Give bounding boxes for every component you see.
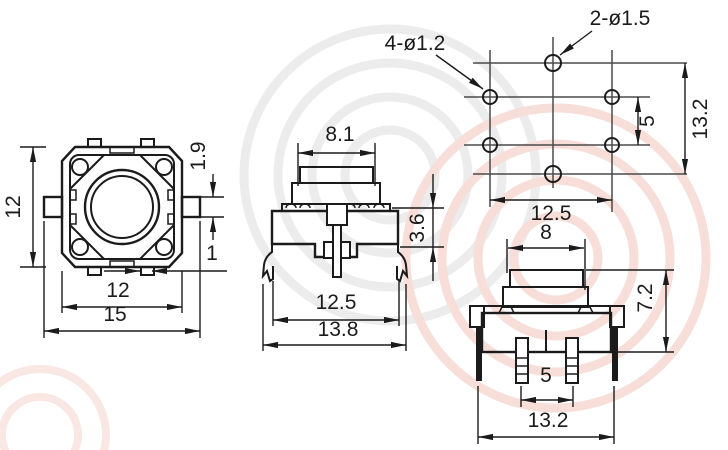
dim-label-row-pitch: 5 [636,115,659,127]
dim-tab-height: 1.9 [187,141,224,240]
dim-label-pin-pitch: 5 [540,364,552,387]
callout-small-holes: 4-ø1.2 [385,32,484,90]
dim-leg-span-side: 13.2 [477,386,615,444]
inner-frame [69,154,175,260]
callout-label-small-holes: 4-ø1.2 [385,32,446,55]
dim-label-column-pitch: 12.5 [531,202,572,225]
body-front [270,209,400,259]
side-tab-right [180,195,202,219]
dim-cap-width: 8.1 [297,123,376,186]
hole-small [482,137,498,153]
dim-label-leg-span-side: 13.2 [528,409,569,432]
dim-row-pitch: 5 [634,97,659,145]
body-outline [60,145,184,269]
dim-label-base-height: 3.6 [406,213,429,242]
dim-label-leg-span-outer: 13.8 [318,318,359,341]
dim-column-pitch: 12.5 [490,196,612,225]
top-tab-left [87,138,102,148]
dim-pin-pitch: 5 [520,364,574,407]
front-view: 8.1 3.6 12.5 13.8 [261,123,444,351]
dim-footprint-height: 13.2 [681,63,712,174]
dim-label-leg-span-inner: 12.5 [316,291,357,314]
dim-base-height: 3.6 [392,174,444,281]
outer-leg-right [612,327,618,381]
dim-leg-span-outer: 13.8 [262,284,407,351]
center-pin [332,224,342,278]
dim-cap-width-side: 8 [506,221,586,290]
watermark-gray-swirl [239,24,541,326]
dim-label-cap-width: 8.1 [325,123,354,146]
top-view: 12 12 15 1.9 1 [2,138,227,338]
flange-bumps [285,203,385,209]
top-tab-right [140,138,155,148]
callout-label-large-holes: 2-ø1.5 [590,7,651,30]
hole-small [482,89,498,105]
watermark-pink-swirl [401,103,711,413]
corner-rivet [155,238,173,256]
button-outer-circle [83,168,161,246]
pcb-layout-view: 4-ø1.2 2-ø1.5 5 13.2 12.5 [385,7,712,225]
outer-leg-left [476,327,482,381]
hole-small [604,89,620,105]
dim-label-body-height-side: 7.2 [634,283,657,312]
dim-tab-width: 1 [104,242,227,275]
corner-rivet [155,158,173,176]
callout-large-holes: 2-ø1.5 [559,7,651,56]
bottom-tab-left [87,266,102,276]
dim-label-total-width: 15 [103,303,126,326]
snap-leg-left [261,245,274,283]
hole-small [604,137,620,153]
edge-notches [69,146,175,268]
dim-label-body-width: 12 [106,279,129,302]
terminal-pin-right [565,337,579,384]
dim-label-footprint-height: 13.2 [689,99,712,140]
dim-label-tab-height: 1.9 [187,141,210,170]
hole-large-bottom [544,165,562,183]
dim-total-width: 15 [43,221,201,338]
side-tab-left [42,195,64,219]
terminal-pin-left [515,337,529,384]
stem-block [326,203,348,226]
snap-leg-right [396,245,409,283]
dim-body-height-side: 7.2 [586,269,674,353]
button-inner-circle [90,175,154,239]
dim-leg-span-inner: 12.5 [272,281,400,326]
watermark-pink-swirl-small [0,365,110,450]
corner-rivet [71,158,89,176]
dim-body-width: 12 [61,271,183,313]
dim-body-height: 12 [2,146,46,268]
side-view: 8 [469,221,674,444]
hole-large-top [544,54,562,72]
dim-label-tab-width: 1 [206,242,218,265]
dim-label-body-height: 12 [2,195,25,218]
button-step [291,182,381,205]
dim-label-cap-width-side: 8 [540,221,552,244]
corner-rivet [71,238,89,256]
